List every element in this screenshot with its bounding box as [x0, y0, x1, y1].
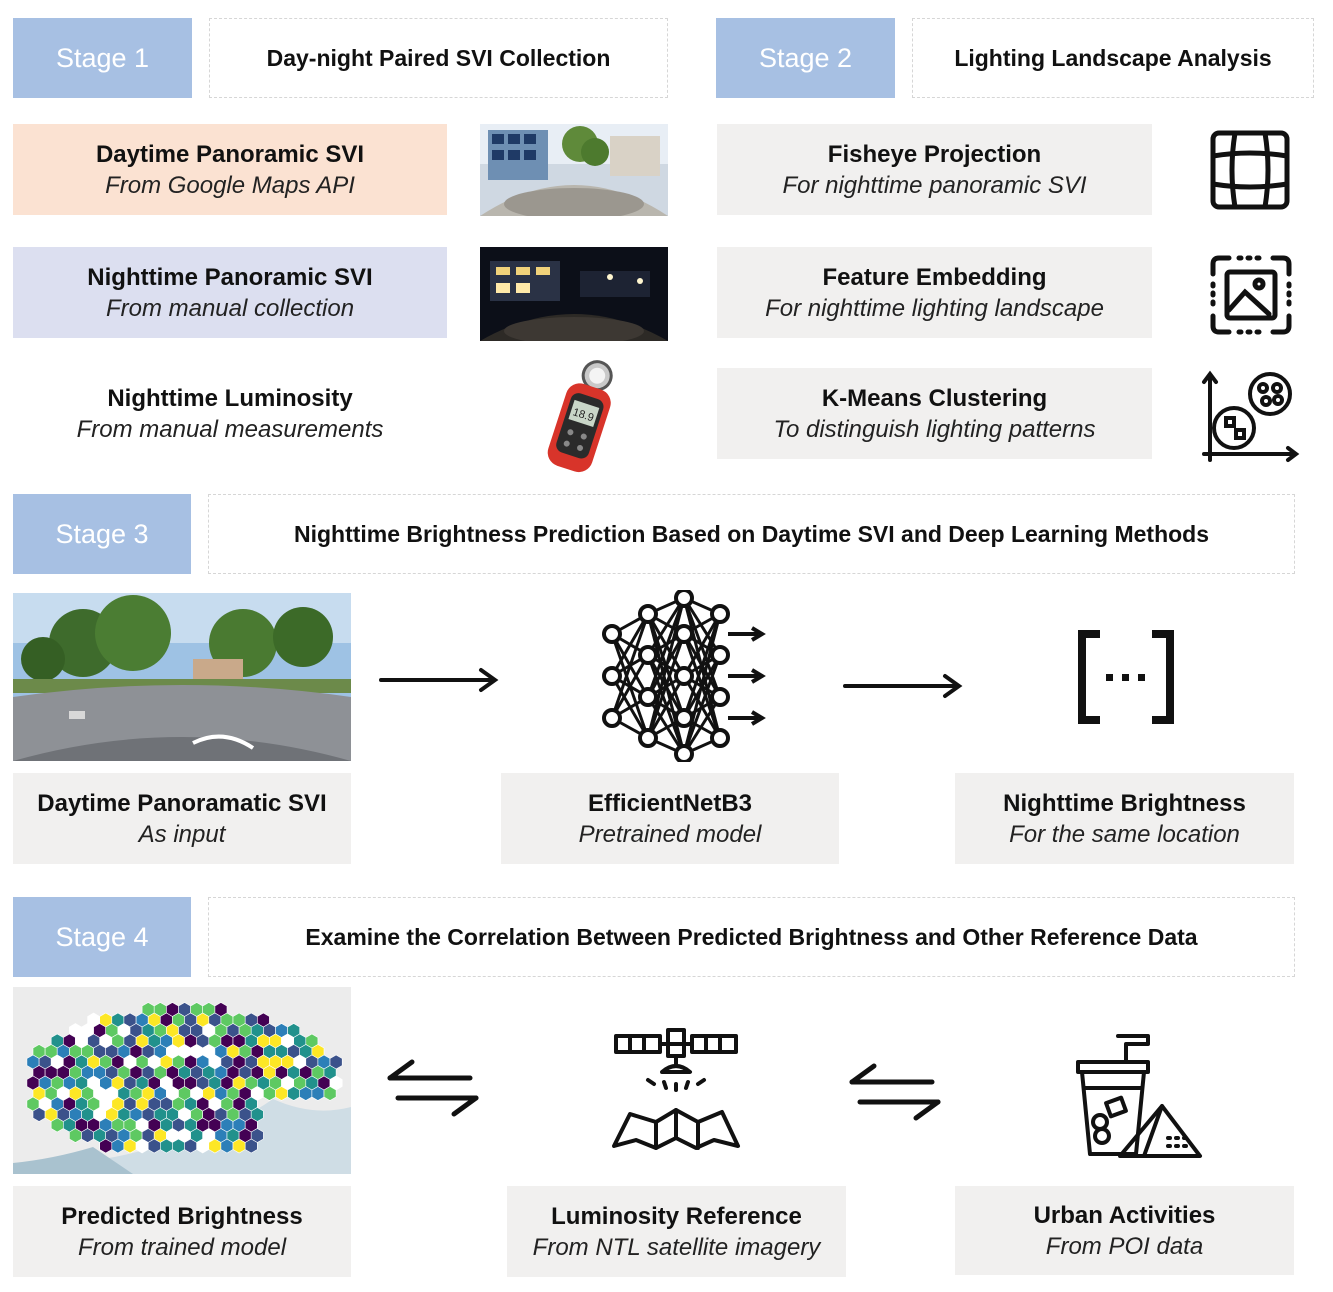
box-title: Fisheye Projection [827, 140, 1042, 168]
box-title: EfficientNetB3 [587, 789, 753, 817]
swap-arrows-icon-2 [848, 1060, 944, 1126]
kmeans-box: K-Means Clustering To distinguish lighti… [717, 368, 1152, 459]
lux-meter-image: 18.9 [532, 355, 632, 477]
box-subtitle: For the same location [1009, 820, 1240, 848]
stage2-title: Lighting Landscape Analysis [912, 18, 1314, 98]
stage3-title: Nighttime Brightness Prediction Based on… [208, 494, 1295, 574]
box-title: Daytime Panoramic SVI [95, 140, 365, 168]
box-subtitle: For nighttime panoramic SVI [782, 171, 1087, 199]
box-title: Feature Embedding [822, 263, 1047, 291]
efficientnet-box: EfficientNetB3 Pretrained model [501, 773, 839, 864]
box-title: Predicted Brightness [61, 1202, 303, 1230]
predicted-brightness-box: Predicted Brightness From trained model [13, 1186, 351, 1277]
grid-warp-icon [1207, 128, 1293, 212]
box-title: K-Means Clustering [821, 384, 1048, 412]
box-subtitle: From manual measurements [76, 415, 384, 443]
box-title: Nighttime Brightness [1003, 789, 1246, 817]
box-subtitle: Pretrained model [578, 820, 762, 848]
daytime-input-box: Daytime Panoramatic SVI As input [13, 773, 351, 864]
box-title: Nighttime Luminosity [107, 384, 353, 412]
nighttime-brightness-box: Nighttime Brightness For the same locati… [955, 773, 1294, 864]
neural-network-icon [590, 590, 770, 762]
box-title: Daytime Panoramatic SVI [37, 789, 327, 817]
arrow-right-2 [843, 671, 963, 701]
image-embedding-icon [1207, 252, 1295, 338]
brackets-icon [1076, 630, 1176, 726]
box-subtitle: From NTL satellite imagery [532, 1233, 821, 1261]
nighttime-panorama-image [480, 247, 668, 341]
nighttime-svi-box: Nighttime Panoramic SVI From manual coll… [13, 247, 447, 338]
box-subtitle: From manual collection [105, 294, 355, 322]
stage2-label: Stage 2 [716, 18, 895, 98]
daytime-panorama-image [480, 124, 668, 216]
swap-arrows-icon-1 [386, 1056, 482, 1122]
satellite-icon [610, 1024, 742, 1154]
fisheye-box: Fisheye Projection For nighttime panoram… [717, 124, 1152, 215]
box-subtitle: From trained model [77, 1233, 287, 1261]
box-title: Luminosity Reference [551, 1202, 802, 1230]
box-subtitle: As input [138, 820, 226, 848]
arrow-right-1 [379, 665, 499, 695]
daytime-svi-box: Daytime Panoramic SVI From Google Maps A… [13, 124, 447, 215]
feature-embedding-box: Feature Embedding For nighttime lighting… [717, 247, 1152, 338]
box-subtitle: From Google Maps API [105, 171, 355, 199]
stage4-title: Examine the Correlation Between Predicte… [208, 897, 1295, 977]
box-title: Nighttime Panoramic SVI [87, 263, 373, 291]
box-title: Urban Activities [1033, 1201, 1216, 1229]
daytime-svi-input-image [13, 593, 351, 761]
drink-poi-icon [1072, 1032, 1204, 1162]
box-subtitle: For nighttime lighting landscape [765, 294, 1104, 322]
box-subtitle: From POI data [1045, 1232, 1204, 1260]
box-subtitle: To distinguish lighting patterns [773, 415, 1096, 443]
stage1-title: Day-night Paired SVI Collection [209, 18, 668, 98]
stage4-label: Stage 4 [13, 897, 191, 977]
cluster-plot-icon [1200, 368, 1300, 466]
stage1-label: Stage 1 [13, 18, 192, 98]
stage3-label: Stage 3 [13, 494, 191, 574]
luminosity-reference-box: Luminosity Reference From NTL satellite … [507, 1186, 846, 1277]
urban-activities-box: Urban Activities From POI data [955, 1186, 1294, 1275]
luminosity-box: Nighttime Luminosity From manual measure… [13, 368, 447, 459]
predicted-brightness-map [13, 987, 351, 1174]
